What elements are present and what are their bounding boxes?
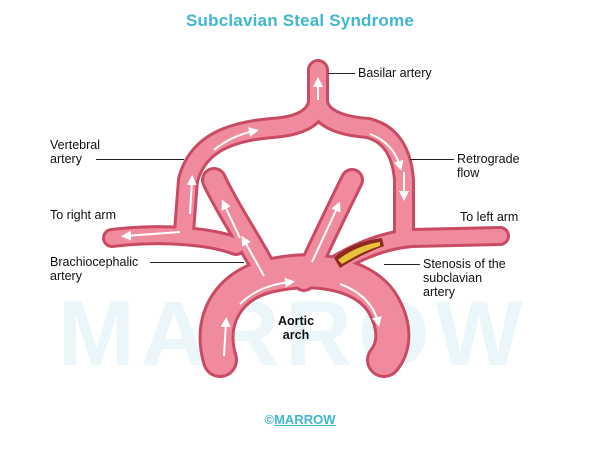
flow-arrow [241, 235, 265, 277]
basilar-artery-label: Basilar artery [358, 66, 432, 80]
retrograde-flow-label-1: Retrograde [457, 152, 520, 166]
stenosis-leader [384, 264, 420, 265]
copyright-symbol: © [264, 412, 275, 427]
basilar-leader [328, 73, 355, 74]
left-arm-label: To left arm [460, 210, 519, 224]
vertebral-leader [96, 159, 184, 160]
vertebral-artery-label-2: artery [50, 152, 82, 166]
brachiocephalic-leader [150, 262, 244, 263]
diagram-title: Subclavian Steal Syndrome [186, 11, 414, 30]
footer-brand: ©MARROW [0, 412, 600, 427]
flow-arrow [186, 175, 197, 215]
stenosis-plaque [334, 238, 384, 268]
aortic-arch-label: Aortic arch [266, 314, 326, 342]
flow-arrow [239, 277, 295, 305]
retrograde-leader [410, 159, 454, 160]
flow-arrow [339, 283, 382, 327]
stenosis-label-3: artery [423, 285, 455, 299]
stenosis-label-2: subclavian [423, 271, 483, 285]
brachiocephalic-label-2: artery [50, 269, 82, 283]
aortic-arch-label-1: Aortic [277, 314, 315, 328]
brachiocephalic-label-1: Brachiocephalic [50, 255, 139, 269]
flow-arrow [121, 230, 181, 241]
flow-arrow [221, 199, 241, 239]
aortic-arch-label-2: arch [282, 328, 310, 342]
flow-arrow [213, 127, 259, 151]
vertebral-artery-label-1: Vertebral [50, 138, 101, 152]
flow-arrow [311, 201, 341, 263]
brand-name: MARROW [274, 412, 336, 427]
flow-arrow [220, 317, 231, 357]
stenosis-label-1: Stenosis of the [423, 257, 506, 271]
watermark: MARROW [58, 283, 529, 385]
retrograde-flow-label-2: flow [457, 166, 480, 180]
flow-arrow [369, 133, 404, 171]
right-arm-label: To right arm [50, 208, 116, 222]
flow-arrows [121, 77, 409, 357]
